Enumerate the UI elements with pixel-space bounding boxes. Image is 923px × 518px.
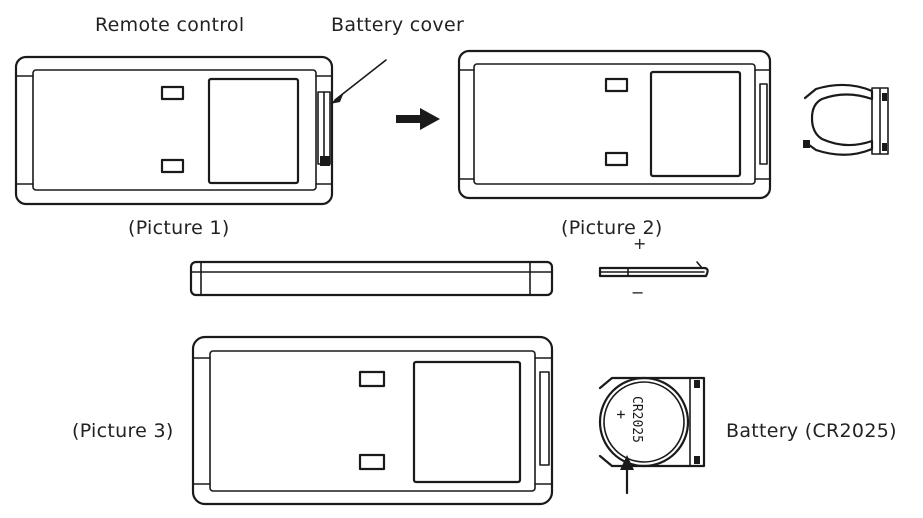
picture-3-caption: (Picture 3) bbox=[72, 420, 174, 442]
battery-cover-pointer bbox=[330, 59, 387, 104]
remote-picture-2 bbox=[457, 49, 772, 200]
remote-side-view bbox=[189, 260, 554, 297]
polarity-minus: − bbox=[631, 283, 645, 302]
battery-plus-marking: + bbox=[612, 410, 630, 419]
polarity-plus: + bbox=[633, 234, 647, 253]
step-arrow bbox=[396, 108, 440, 130]
picture-1-caption: (Picture 1) bbox=[128, 217, 230, 239]
remote-control-label: Remote control bbox=[95, 14, 245, 36]
battery-model-marking: CR2025 bbox=[629, 396, 644, 443]
battery-type-label: Battery (CR2025) bbox=[726, 420, 897, 442]
battery-cover-removed bbox=[803, 83, 889, 156]
remote-picture-1 bbox=[14, 55, 334, 206]
battery-cover-side-view bbox=[598, 261, 709, 278]
picture-2-caption: (Picture 2) bbox=[561, 217, 663, 239]
remote-picture-3 bbox=[191, 335, 554, 506]
battery-cover-label: Battery cover bbox=[331, 14, 465, 36]
battery-in-holder: CR2025 + bbox=[598, 376, 706, 495]
